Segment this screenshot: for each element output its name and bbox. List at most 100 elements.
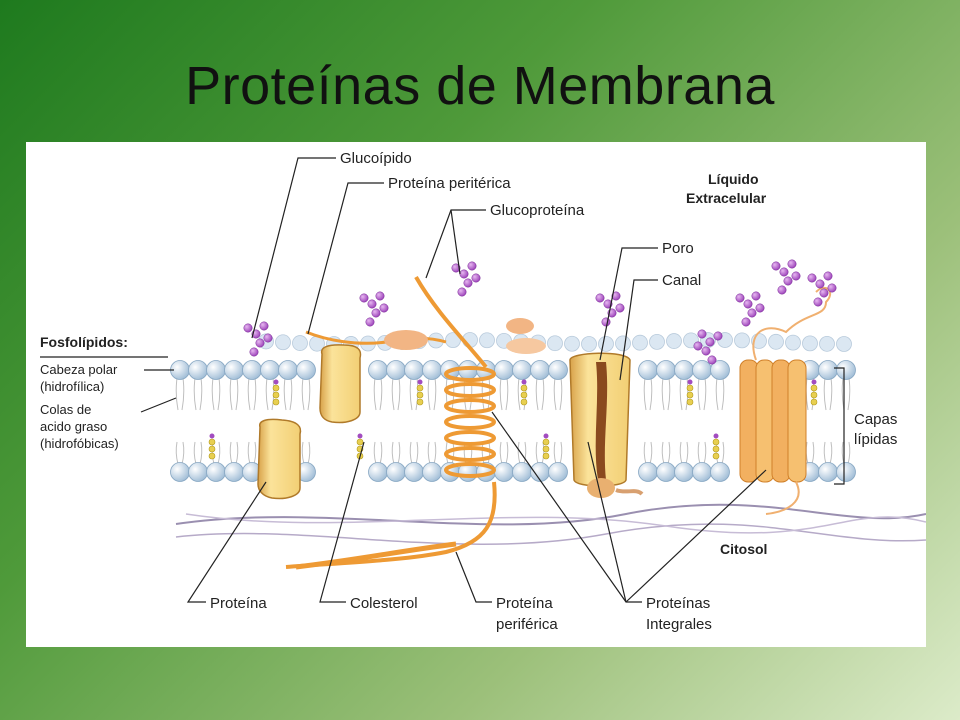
lipid-head [818,462,838,482]
label-liquido-2: Extracelular [686,190,767,206]
sugar-chains [243,259,837,365]
lipid-head [494,360,514,380]
lipid-tail [199,441,203,465]
label-periferica-1: Proteína [496,595,553,612]
lipid-head [656,462,676,482]
lipid-head [674,462,694,482]
cholesterol-ring [810,398,818,406]
peripheral-fiber [295,541,457,570]
lipid-head [512,360,532,380]
sugar-unit [615,303,625,313]
lipid-head [692,462,712,482]
sugar-unit [249,347,259,357]
lipid-tail [823,441,827,465]
cholesterol-head [273,379,279,385]
lipid-head [296,360,316,380]
sugar-unit [807,273,817,283]
lipid-tail [661,441,665,465]
label-glucoproteina: Glucoproteína [490,202,585,219]
lipid-tail [535,441,539,465]
lipid-tail [679,377,683,411]
cholesterol-ring [272,384,280,392]
cholesterol-head [811,379,817,385]
lipid-tail [847,441,851,465]
sugar-unit [815,279,825,289]
cholesterol-ring [208,445,216,453]
lipid-tail [301,377,305,411]
sugar-unit [255,338,265,348]
peripheral-blob-1 [384,330,428,350]
lipid-tail [685,441,689,465]
lipid-head [564,335,580,352]
lipid-head [768,333,784,350]
lipid-tail [697,377,701,411]
sugar-unit [375,291,385,301]
label-capas-2: lípidas [854,431,897,448]
lipid-head [170,462,190,482]
label-glucolipido: Glucoípido [340,150,412,167]
sugar-unit [693,341,703,351]
lipid-tail [679,441,683,465]
lipid-tail [181,441,185,465]
lipid-tail [415,441,419,465]
lipid-head [422,462,442,482]
cholesterol-ring [712,438,720,446]
lipid-head [710,360,730,380]
lipid-head [512,462,532,482]
lipid-tail [661,377,665,411]
label-colesterol: Colesterol [350,595,418,612]
lipid-head [649,333,665,350]
lipid-head [206,360,226,380]
lipid-head [710,462,730,482]
sugar-unit [463,278,473,288]
label-periferica-2: periférica [496,616,558,633]
sugar-unit [747,308,757,318]
lipid-tail [391,441,395,465]
lipid-tail [517,441,521,465]
lipid-tail [229,441,233,465]
lipid-tail [697,441,701,465]
sugar-unit [823,271,833,281]
sugar-unit [713,331,723,341]
cholesterol-head [543,433,549,439]
lipid-tail [433,377,437,411]
lipid-tail [667,441,671,465]
cholesterol-head [209,433,215,439]
lipid-tail [235,441,239,465]
cholesterol-ring [542,445,550,453]
sugar-unit [379,303,389,313]
lipid-head [548,462,568,482]
lipid-head [188,360,208,380]
sugar-unit [791,271,801,281]
lipid-tail [505,377,509,411]
cholesterol-ring [810,391,818,399]
cholesterol-ring [542,438,550,446]
lipid-tail [289,377,293,411]
lipid-head [638,360,658,380]
label-liquido-1: Líquido [708,171,759,187]
lipid-head [188,462,208,482]
membrane-diagram-panel: Glucoípido Proteína peritérica Glucoprot… [26,142,927,647]
lipid-head [494,462,514,482]
cholesterol-ring [520,391,528,399]
lipid-tail [643,377,647,411]
lipid-tail [703,377,707,411]
cholesterol-ring [208,452,216,460]
head-row-top [170,360,856,380]
sugar-unit [743,299,753,309]
label-integrales-1: Proteínas [646,595,710,612]
lipid-tail [265,377,269,411]
slide-title: Proteínas de Membrana [185,56,775,116]
cholesterol-head [417,379,423,385]
sugar-unit [601,317,611,327]
lipid-tail [397,377,401,411]
lipid-head [224,462,244,482]
lipid-tail [283,377,287,411]
sugar-unit [611,291,621,301]
lipid-tail [553,377,557,411]
lipid-tail [553,441,557,465]
cholesterol-ring [272,398,280,406]
cholesterol-ring [712,452,720,460]
lipid-head [530,360,550,380]
lipid-head [278,360,298,380]
